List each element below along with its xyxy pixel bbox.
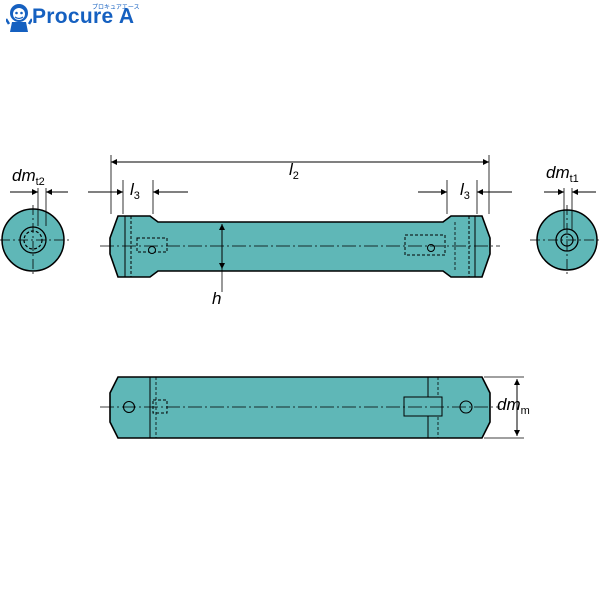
right-end-view — [530, 188, 600, 275]
logo-subtext: プロキュアエース — [92, 4, 140, 11]
l3-left-dimension — [88, 180, 188, 214]
label-dm-m: dmm — [497, 395, 530, 417]
side-view-bar — [100, 215, 500, 292]
label-l3-right: l3 — [460, 180, 470, 202]
dm-m-dimension — [484, 376, 524, 439]
label-l2: l2 — [289, 160, 299, 182]
label-l3-left: l3 — [130, 180, 140, 202]
top-view-bar — [100, 376, 500, 439]
logo-text: Procure A — [32, 5, 135, 28]
l2-dimension — [110, 155, 490, 214]
label-h: h — [212, 289, 221, 308]
left-end-view — [0, 188, 70, 275]
label-dm-t2: dmt2 — [12, 166, 45, 188]
label-dm-t1: dmt1 — [546, 163, 579, 185]
procure-a-logo: Procure A プロキュアエース — [6, 2, 176, 36]
l3-right-dimension — [418, 180, 512, 214]
mascot-icon — [6, 4, 32, 32]
